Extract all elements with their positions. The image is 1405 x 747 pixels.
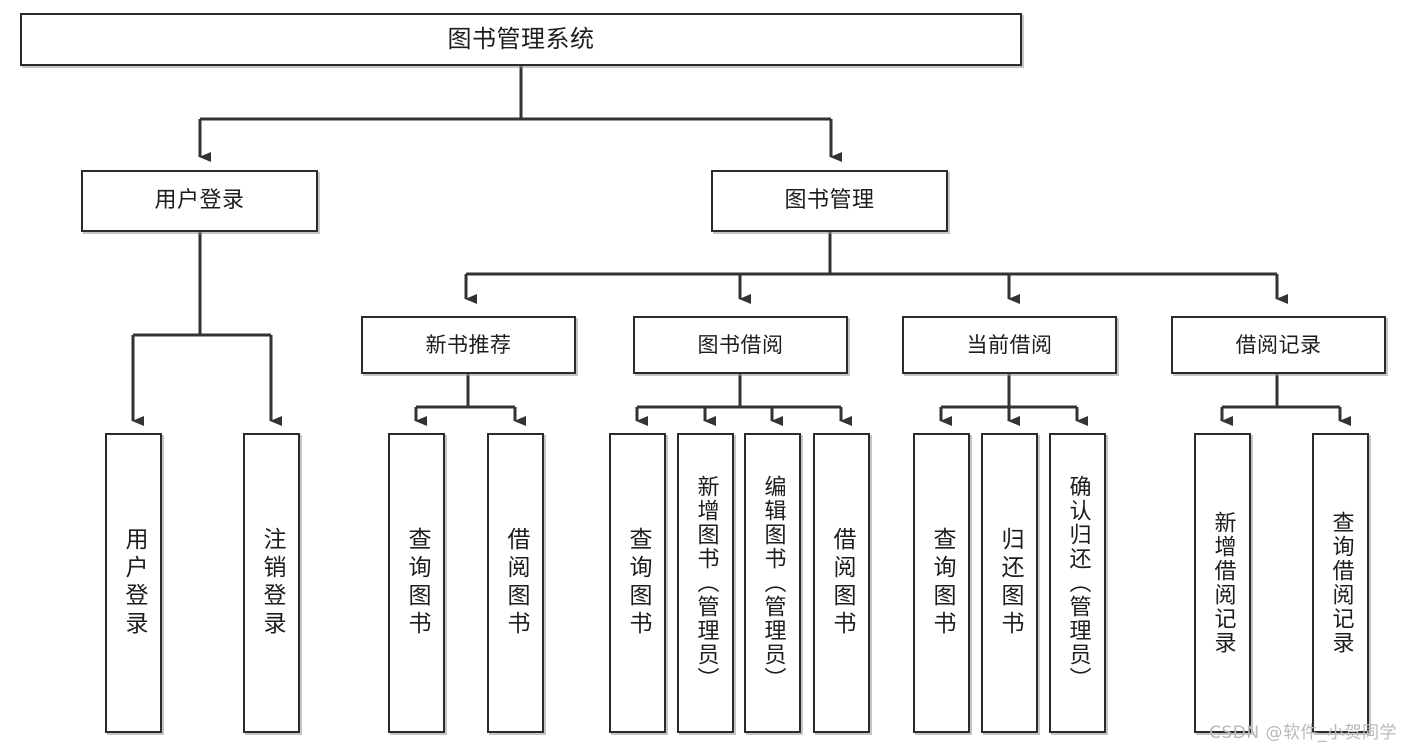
node-label: 查询图书 — [404, 527, 430, 639]
node-label: 图书借阅 — [697, 332, 784, 357]
node-label: 借阅图书 — [829, 527, 855, 639]
node-label: 新增借阅记录 — [1210, 511, 1236, 655]
node-label: 当前借阅 — [966, 332, 1053, 357]
node-label: 归还图书 — [997, 527, 1023, 639]
node-label: 查询图书 — [625, 527, 651, 639]
node-book-management-system[interactable]: 图书管理系统 — [20, 13, 1022, 66]
node-label: 编辑图书（管理员） — [760, 475, 786, 691]
leaf-user-login[interactable]: 用户登录 — [105, 433, 162, 733]
node-book-borrow[interactable]: 图书借阅 — [633, 316, 848, 374]
leaf-return-book[interactable]: 归还图书 — [981, 433, 1038, 733]
leaf-borrow-book[interactable]: 借阅图书 — [813, 433, 870, 733]
leaf-borrow-book-newbook[interactable]: 借阅图书 — [487, 433, 544, 733]
node-user-login[interactable]: 用户登录 — [81, 170, 318, 232]
node-label: 查询借阅记录 — [1328, 511, 1354, 655]
node-current-borrow[interactable]: 当前借阅 — [902, 316, 1117, 374]
leaf-query-borrow-record[interactable]: 查询借阅记录 — [1312, 433, 1369, 733]
node-label: 新书推荐 — [425, 332, 512, 357]
leaf-query-book-current[interactable]: 查询图书 — [913, 433, 970, 733]
node-book-management[interactable]: 图书管理 — [711, 170, 948, 232]
node-label: 确认归还（管理员） — [1065, 475, 1091, 691]
leaf-add-borrow-record[interactable]: 新增借阅记录 — [1194, 433, 1251, 733]
node-label: 借阅图书 — [503, 527, 529, 639]
leaf-query-book-newbook[interactable]: 查询图书 — [388, 433, 445, 733]
node-label: 注销登录 — [259, 527, 285, 639]
leaf-add-book-admin[interactable]: 新增图书（管理员） — [677, 433, 734, 733]
node-label: 新增图书（管理员） — [693, 475, 719, 691]
node-label: 图书管理系统 — [447, 25, 595, 54]
node-label: 用户登录 — [121, 527, 147, 639]
node-label: 图书管理 — [784, 188, 875, 214]
node-label: 查询图书 — [929, 527, 955, 639]
node-label: 用户登录 — [154, 188, 245, 214]
leaf-logout[interactable]: 注销登录 — [243, 433, 300, 733]
leaf-edit-book-admin[interactable]: 编辑图书（管理员） — [744, 433, 801, 733]
node-borrow-record[interactable]: 借阅记录 — [1171, 316, 1386, 374]
csdn-watermark: CSDN @软件_小贺同学 — [1209, 723, 1397, 743]
node-new-book-recommend[interactable]: 新书推荐 — [361, 316, 576, 374]
leaf-query-book-borrow[interactable]: 查询图书 — [609, 433, 666, 733]
node-label: 借阅记录 — [1235, 332, 1322, 357]
leaf-confirm-return-admin[interactable]: 确认归还（管理员） — [1049, 433, 1106, 733]
